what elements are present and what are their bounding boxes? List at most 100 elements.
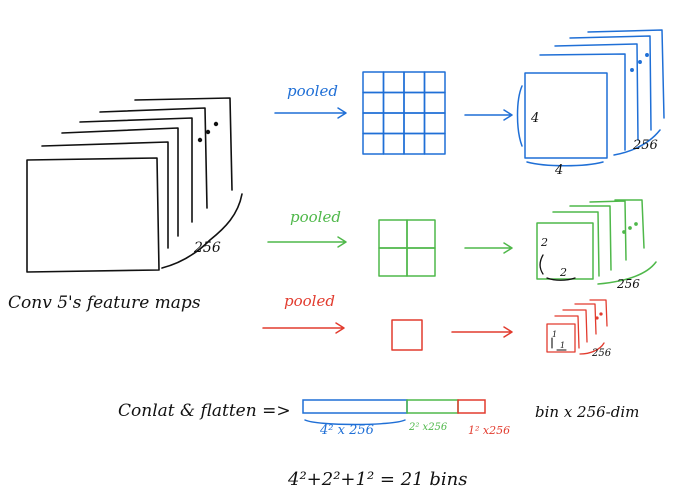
feature-map-layer <box>134 97 233 191</box>
concat-label: Conlat & flatten => <box>118 401 291 421</box>
blue-pooled-grid <box>362 71 446 155</box>
conv5-caption: Conv 5's feature maps <box>8 293 201 313</box>
red-size-braces <box>551 337 567 351</box>
green-width-label: 2 <box>559 266 567 279</box>
grid-cell <box>406 247 436 277</box>
grid-cell <box>403 71 426 94</box>
concat-flatten-row: Conlat & flatten => 4² x 256 2² x256 1² … <box>118 399 639 438</box>
blue-width-label: 4 <box>554 163 563 178</box>
grid-cell <box>403 112 426 135</box>
result-dimension-label: bin x 256-dim <box>535 403 639 421</box>
green-depth-label: 256 <box>616 277 640 291</box>
grid-cell <box>378 219 408 249</box>
red-height-label: 1 <box>552 330 557 339</box>
output-layer <box>614 199 645 249</box>
red-arrow-in <box>262 322 345 334</box>
grid-cell <box>391 319 423 351</box>
blue-depth-label: 256 <box>632 138 658 153</box>
green-output-stack <box>536 199 657 285</box>
blue-arrow-out <box>464 109 513 121</box>
ellipsis-dot <box>622 230 626 234</box>
red-pooled-label: pooled <box>284 292 335 310</box>
red-arrow-out <box>451 326 513 338</box>
green-arrow-out <box>464 242 513 254</box>
red-width-label: 1 <box>560 341 565 350</box>
conv5-feature-map-stack <box>26 97 243 273</box>
blue-segment-label: 4² x 256 <box>319 423 374 438</box>
output-layer <box>562 309 588 343</box>
green-size-braces <box>539 254 576 281</box>
depth-brace <box>161 193 243 269</box>
feature-map-layer <box>41 141 169 249</box>
green-arrow-in <box>267 236 347 248</box>
grid-cell <box>403 132 426 155</box>
grid-cell <box>362 71 385 94</box>
grid-cell <box>423 132 446 155</box>
ellipsis-dot <box>599 312 603 316</box>
grid-cell <box>362 132 385 155</box>
blue-segment-brace <box>304 419 406 426</box>
red-output-stack <box>546 299 608 355</box>
ellipsis-dot <box>634 222 638 226</box>
blue-output-stack <box>516 29 665 167</box>
depth-brace <box>579 342 605 355</box>
feature-map-front <box>26 157 160 273</box>
output-layer <box>574 303 597 335</box>
ellipsis-dot <box>638 60 642 64</box>
green-vector-segment <box>406 399 459 414</box>
grid-cell <box>382 91 405 114</box>
grid-cell <box>382 132 405 155</box>
output-layer <box>554 315 580 349</box>
grid-cell <box>403 91 426 114</box>
ellipsis-dot <box>595 316 599 320</box>
grid-cell <box>423 71 446 94</box>
red-segment-label: 1² x256 <box>468 424 510 437</box>
output-layer <box>589 200 627 261</box>
red-depth-label: 256 <box>591 348 612 359</box>
grid-cell <box>423 91 446 114</box>
width-brace <box>526 161 604 167</box>
pool-branch-1x1: pooled 1 1 256 <box>262 292 612 359</box>
green-pooled-label: pooled <box>290 208 341 226</box>
green-height-label: 2 <box>540 236 548 249</box>
feature-map-layer <box>79 117 193 223</box>
blue-vector-segment <box>302 399 408 414</box>
depth-brace <box>597 261 657 285</box>
grid-cell <box>378 247 408 277</box>
pool-branch-2x2: pooled 2 2 256 <box>267 199 657 291</box>
depth-brace <box>613 129 661 156</box>
grid-cell <box>382 112 405 135</box>
conv5-depth-label: 256 <box>193 240 221 256</box>
grid-cell <box>423 112 446 135</box>
output-layer <box>539 53 626 151</box>
red-vector-segment <box>457 399 486 414</box>
ellipsis-dot <box>630 68 634 72</box>
output-layer <box>554 43 639 141</box>
output-layer <box>587 29 665 119</box>
blue-arrow-in <box>274 107 347 119</box>
ellipsis-dot <box>213 121 219 127</box>
ellipsis-dot <box>645 53 649 57</box>
feature-map-layer <box>61 127 179 237</box>
ellipsis-dot <box>205 129 211 135</box>
green-segment-label: 2² x256 <box>408 422 448 433</box>
blue-height-label: 4 <box>530 111 539 126</box>
output-front <box>546 323 576 353</box>
grid-cell <box>362 91 385 114</box>
feature-map-layer <box>99 107 208 209</box>
bin-count-formula: 4²+2²+1² = 21 bins <box>287 469 467 490</box>
output-front <box>524 72 608 159</box>
blue-pooled-label: pooled <box>287 82 338 100</box>
output-layer <box>569 205 612 271</box>
grid-cell <box>382 71 405 94</box>
pool-branch-4x4: pooled 4 4 256 <box>274 29 665 178</box>
height-brace <box>516 85 523 147</box>
output-front <box>536 222 594 280</box>
output-layer <box>589 299 608 327</box>
green-pooled-grid <box>378 219 436 277</box>
grid-cell <box>362 112 385 135</box>
output-layer <box>569 35 652 131</box>
red-pooled-grid <box>391 319 423 351</box>
output-layer <box>552 211 600 277</box>
